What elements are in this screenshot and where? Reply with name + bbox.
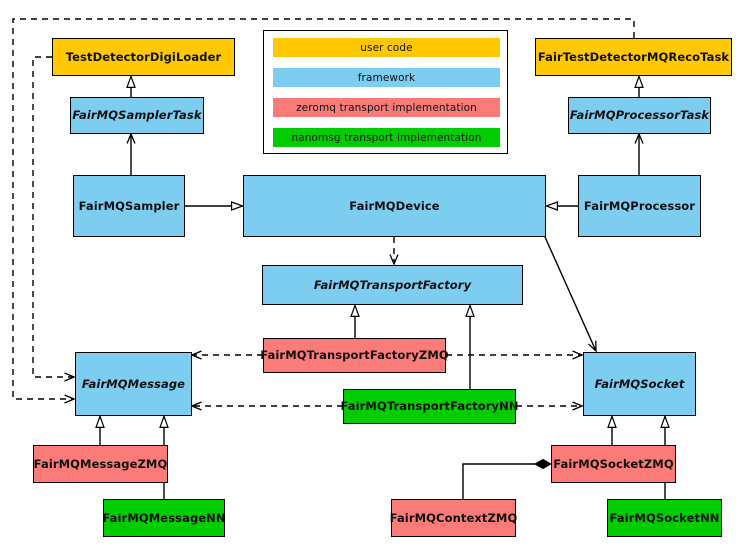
legend: user code framework zeromq transport imp…	[263, 30, 508, 154]
class-node-test-detector-digi-loader[interactable]: TestDetectorDigiLoader	[52, 38, 235, 76]
legend-swatch-user-code: user code	[273, 38, 500, 57]
class-node-label: FairMQSocket	[594, 376, 685, 391]
class-node-fair-mq-sampler-task[interactable]: FairMQSamplerTask	[70, 97, 204, 134]
class-node-fair-mq-socket-nn[interactable]: FairMQSocketNN	[607, 499, 722, 537]
class-node-label: FairMQSocketNN	[609, 510, 720, 525]
class-node-label: FairMQTransportFactoryZMQ	[260, 348, 449, 363]
class-node-fair-mq-processor-task[interactable]: FairMQProcessorTask	[568, 97, 711, 134]
class-node-fair-mq-socket-zmq[interactable]: FairMQSocketZMQ	[551, 445, 676, 483]
legend-swatch-nanomsg: nanomsg transport implementation	[273, 128, 500, 147]
legend-label: nanomsg transport implementation	[291, 131, 482, 144]
class-node-label: FairMQMessageZMQ	[33, 456, 168, 471]
class-node-fair-mq-device[interactable]: FairMQDevice	[243, 175, 546, 237]
class-node-label: FairTestDetectorMQRecoTask	[537, 49, 730, 64]
class-node-label: FairMQDevice	[349, 198, 440, 213]
class-node-label: FairMQProcessorTask	[569, 108, 710, 123]
class-node-fair-mq-message[interactable]: FairMQMessage	[75, 352, 192, 416]
class-node-label: FairMQMessage	[81, 376, 186, 391]
class-node-label: FairMQTransportFactory	[313, 277, 472, 292]
class-node-fair-test-detector-mq-reco-task[interactable]: FairTestDetectorMQRecoTask	[535, 38, 732, 76]
class-node-label: FairMQSamplerTask	[72, 108, 202, 123]
class-node-label: TestDetectorDigiLoader	[65, 49, 222, 64]
legend-swatch-zeromq: zeromq transport implementation	[273, 98, 500, 117]
class-node-fair-mq-message-nn[interactable]: FairMQMessageNN	[102, 499, 226, 537]
class-node-label: FairMQSampler	[78, 198, 180, 213]
class-node-fair-mq-context-zmq[interactable]: FairMQContextZMQ	[389, 499, 518, 537]
class-node-label: FairMQProcessor	[583, 198, 696, 213]
class-node-label: FairMQSocketZMQ	[553, 456, 674, 471]
class-node-fair-mq-transport-factory-zmq[interactable]: FairMQTransportFactoryZMQ	[260, 338, 449, 373]
class-node-fair-mq-message-zmq[interactable]: FairMQMessageZMQ	[33, 445, 168, 483]
class-node-fair-mq-socket[interactable]: FairMQSocket	[583, 352, 696, 416]
legend-swatch-framework: framework	[273, 68, 500, 87]
class-node-fair-mq-processor[interactable]: FairMQProcessor	[578, 175, 701, 237]
class-node-fair-mq-transport-factory[interactable]: FairMQTransportFactory	[262, 265, 523, 305]
class-node-label: FairMQMessageNN	[102, 510, 226, 525]
class-node-label: FairMQContextZMQ	[389, 510, 518, 525]
class-node-fair-mq-sampler[interactable]: FairMQSampler	[73, 175, 185, 237]
legend-label: framework	[357, 71, 416, 84]
class-node-label: FairMQTransportFactoryNN	[340, 399, 519, 414]
legend-label: user code	[360, 41, 413, 54]
class-node-fair-mq-transport-factory-nn[interactable]: FairMQTransportFactoryNN	[340, 389, 519, 424]
legend-label: zeromq transport implementation	[296, 101, 477, 114]
